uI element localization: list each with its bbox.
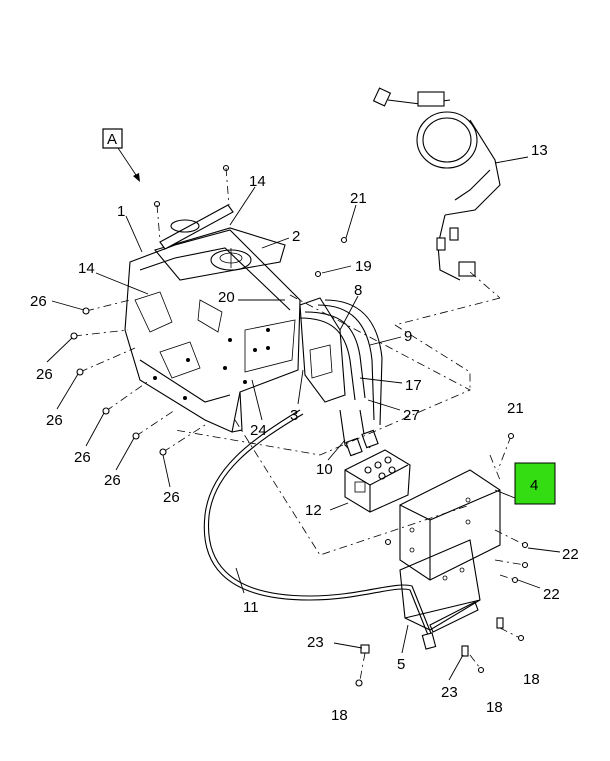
hoses-assembly [299, 299, 383, 457]
callout-27: 27 [403, 407, 420, 424]
view-arrow [117, 147, 139, 179]
callout-26-d: 26 [74, 449, 91, 466]
callout-4: 4 [530, 477, 538, 494]
callout-24: 24 [250, 422, 267, 439]
callout-26-e: 26 [104, 472, 121, 489]
callout-26-b: 26 [36, 366, 53, 383]
bolt-21-upper [340, 236, 348, 244]
fasteners-18-23 [355, 617, 525, 687]
callout-18-mid: 18 [486, 699, 503, 716]
callout-1: 1 [117, 203, 125, 220]
fasteners-22 [494, 529, 529, 584]
callout-9: 9 [404, 328, 412, 345]
view-a-label: A [107, 131, 117, 148]
bolt-19 [314, 270, 322, 278]
leader-lines [95, 156, 561, 681]
callout-8: 8 [354, 282, 362, 299]
callout-21-upper: 21 [350, 190, 367, 207]
callout-10: 10 [316, 461, 333, 478]
callout-14-left: 14 [78, 260, 95, 277]
tank-bracket-assembly [124, 164, 301, 433]
callout-21-right: 21 [507, 400, 524, 417]
control-module-12 [344, 449, 411, 513]
callout-23-left: 23 [307, 634, 324, 651]
callout-20: 20 [218, 289, 235, 306]
callout-19: 19 [355, 258, 372, 275]
callout-17: 17 [405, 377, 422, 394]
bracket-3 [299, 297, 346, 403]
leader-lines-26 [46, 300, 171, 488]
callout-5: 5 [397, 656, 405, 673]
callout-13: 13 [531, 142, 548, 159]
callout-2: 2 [292, 228, 300, 245]
rod-11 [203, 409, 437, 650]
callout-18-right: 18 [523, 671, 540, 688]
callout-26-a: 26 [30, 293, 47, 310]
view-a-box [102, 128, 123, 149]
callout-22-upper: 22 [562, 546, 579, 563]
callout-26-c: 26 [46, 412, 63, 429]
callout-26-f: 26 [163, 489, 180, 506]
mount-bolts-26 [70, 299, 206, 456]
callout-18-left: 18 [331, 707, 348, 724]
view-arrowhead [133, 173, 140, 182]
callout-11: 11 [243, 599, 259, 616]
callout-23-right: 23 [441, 684, 458, 701]
wiring-harness-13 [372, 87, 501, 326]
callout-3: 3 [290, 407, 298, 424]
dash-outline-frame [174, 294, 471, 556]
highlighted-callout-box[interactable] [514, 462, 556, 505]
bracket-5 [399, 539, 481, 633]
bolt-lower-module [384, 538, 392, 546]
callout-12: 12 [305, 502, 322, 519]
bracket-4 [399, 432, 515, 581]
callout-14-top: 14 [249, 173, 266, 190]
callout-22-lower: 22 [543, 586, 560, 603]
